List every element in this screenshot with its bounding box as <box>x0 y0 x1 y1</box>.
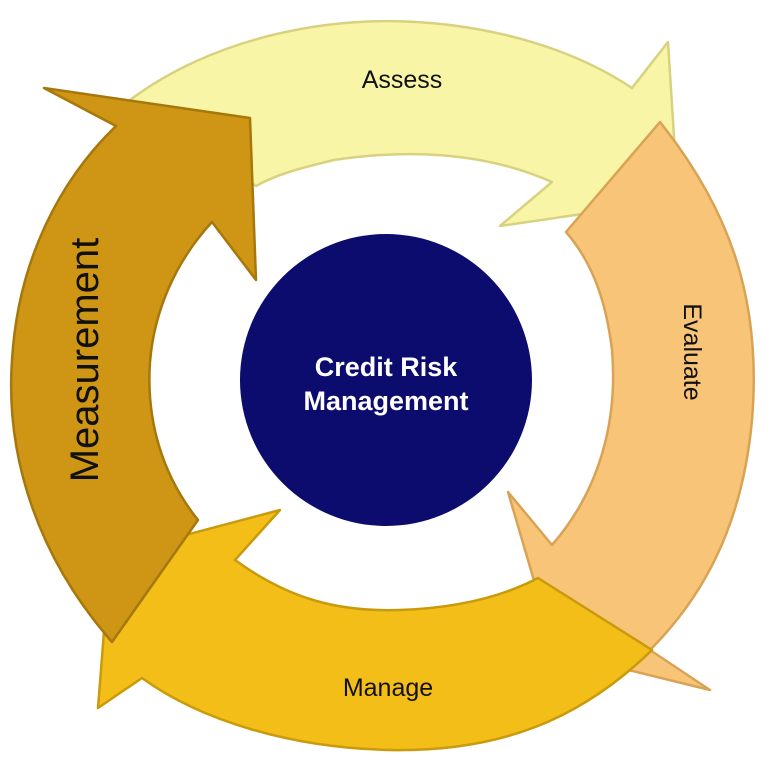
measurement-arrow <box>9 86 258 644</box>
assess-label: Assess <box>362 66 443 94</box>
center-title-line2: Management <box>303 386 468 416</box>
manage-arrow <box>96 508 654 752</box>
center-title-line1: Credit Risk <box>315 352 459 382</box>
center-circle <box>240 234 532 526</box>
evaluate-label: Evaluate <box>678 303 706 400</box>
evaluate-arrow <box>506 120 756 692</box>
assess-arrow <box>128 19 680 228</box>
manage-label: Manage <box>343 674 433 702</box>
measurement-label: Measurement <box>63 238 107 483</box>
